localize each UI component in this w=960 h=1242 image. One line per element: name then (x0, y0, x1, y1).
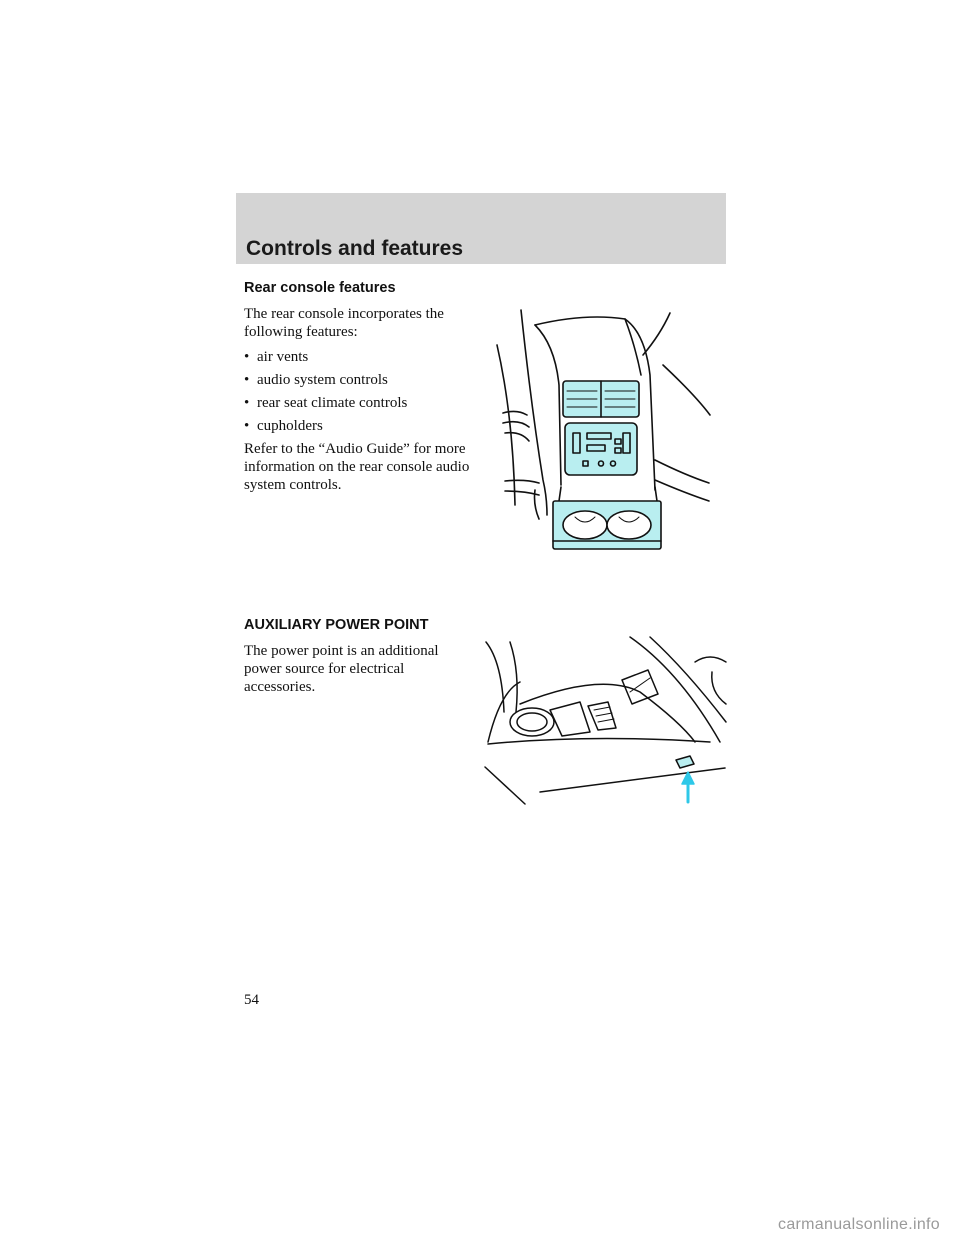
list-item: • rear seat climate controls (244, 394, 484, 412)
rear-console-feature-list: • air vents • audio system controls • rear … (244, 348, 484, 435)
power-point-text: AUXILIARY POWER POINT The power point is… (244, 617, 484, 696)
power-point-heading: AUXILIARY POWER POINT (244, 617, 429, 633)
bullet-icon: • (244, 372, 250, 388)
list-item: • audio system controls (244, 371, 484, 389)
watermark-logo: carmanualsonline.info (778, 1216, 940, 1233)
bullet-icon: • (244, 395, 250, 411)
power-point-description: The power point is an additional power s… (244, 643, 439, 695)
rear-console-intro: The rear console incorporates the follow… (244, 306, 444, 340)
list-item-label: air vents (257, 349, 309, 365)
bullet-icon: • (244, 418, 250, 434)
list-item: • cupholders (244, 417, 484, 435)
bullet-icon: • (244, 349, 250, 365)
list-item-label: cupholders (257, 418, 323, 434)
list-item: • air vents (244, 348, 484, 366)
rear-console-text: Rear console features The rear console i… (244, 280, 484, 494)
audio-guide-note: Refer to the “Audio Guide” for more info… (244, 441, 470, 493)
rear-console-heading: Rear console features (244, 280, 396, 296)
list-item-label: rear seat climate controls (257, 395, 408, 411)
page-number: 54 (244, 992, 259, 1008)
list-item-label: audio system controls (257, 372, 388, 388)
power-point-illustration (484, 636, 727, 805)
section-title: Controls and features (246, 237, 464, 260)
rear-console-illustration (496, 309, 711, 550)
section-header-band: Controls and features (236, 193, 726, 264)
